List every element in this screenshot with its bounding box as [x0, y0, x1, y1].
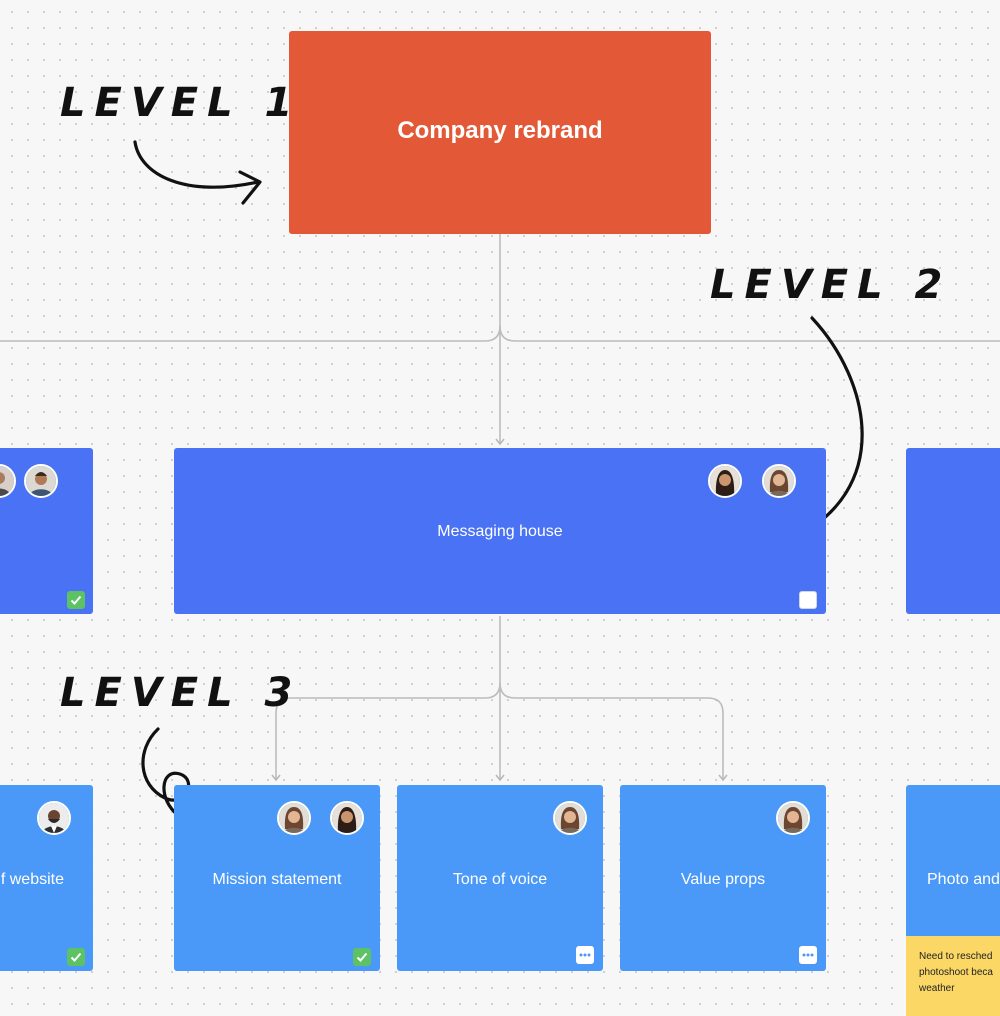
tone-of-voice-title: Tone of voice: [452, 871, 548, 888]
level3-right-title: Photo and: [927, 871, 1000, 888]
level2-left-card[interactable]: [0, 448, 93, 614]
avatar[interactable]: [776, 801, 810, 835]
avatar[interactable]: [0, 464, 16, 498]
level3-left-title: f website: [0, 871, 64, 888]
sticky-note[interactable]: Need to resched photoshoot beca weather: [906, 936, 1000, 1016]
root-card-title: Company rebrand: [397, 117, 603, 144]
mission-statement-card[interactable]: Mission statement: [174, 785, 380, 971]
checkbox-checked-icon[interactable]: [67, 948, 85, 966]
level1-arrow-icon: [133, 140, 260, 189]
level3-annotation: LEVEL 3: [60, 670, 302, 716]
avatar[interactable]: [330, 801, 364, 835]
level2-right-card[interactable]: [906, 448, 1000, 614]
messaging-house-card[interactable]: Messaging house: [174, 448, 826, 614]
messaging-house-title: Messaging house: [437, 523, 563, 540]
tone-of-voice-card[interactable]: Tone of voice: [397, 785, 603, 971]
level3-left-card[interactable]: f website: [0, 785, 93, 971]
avatar[interactable]: [24, 464, 58, 498]
avatar[interactable]: [37, 801, 71, 835]
root-card[interactable]: Company rebrand: [289, 31, 711, 234]
more-options-icon[interactable]: [576, 946, 594, 964]
checkbox-checked-icon[interactable]: [67, 591, 85, 609]
messaging-to-children-connector: [271, 616, 501, 782]
avatar[interactable]: [708, 464, 742, 498]
checkbox-checked-icon[interactable]: [353, 948, 371, 966]
checkbox-empty-icon[interactable]: [799, 591, 817, 609]
mission-statement-title: Mission statement: [212, 871, 342, 888]
level1-annotation: LEVEL 1: [60, 80, 302, 126]
value-props-title: Value props: [680, 871, 766, 888]
avatar[interactable]: [762, 464, 796, 498]
level2-annotation: LEVEL 2: [710, 262, 952, 308]
value-props-card[interactable]: Value props: [620, 785, 826, 971]
root-to-level2-connector: [0, 234, 501, 342]
avatar[interactable]: [553, 801, 587, 835]
avatar[interactable]: [277, 801, 311, 835]
more-options-icon[interactable]: [799, 946, 817, 964]
